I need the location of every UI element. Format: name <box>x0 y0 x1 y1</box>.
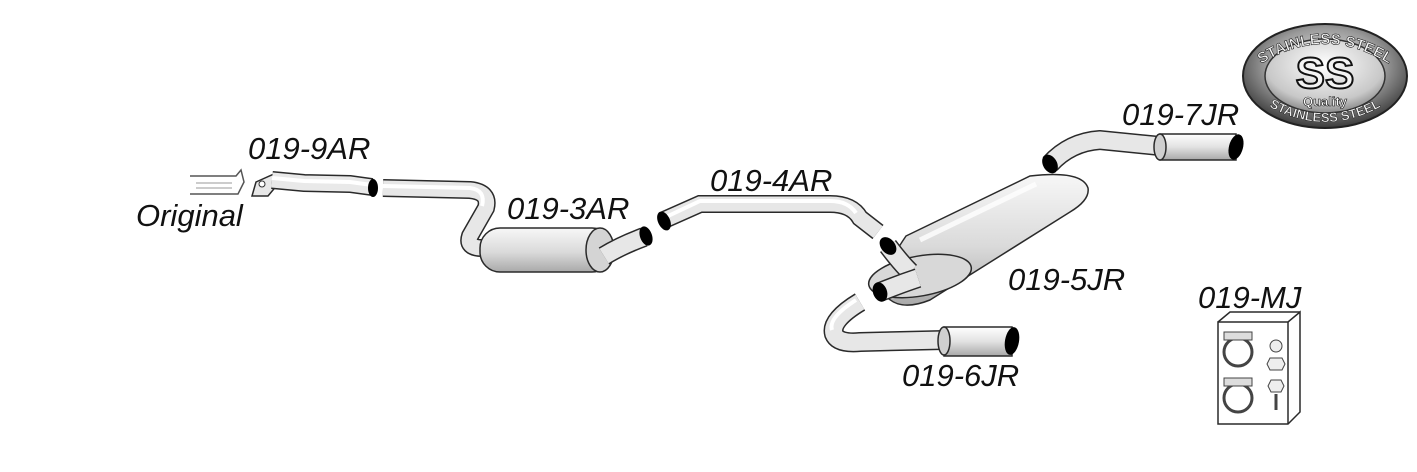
label-original: Original <box>136 198 243 233</box>
mounting-kit-019-MJ <box>1217 310 1301 425</box>
pipe-019-3AR <box>382 179 653 273</box>
muffler-019-5JR <box>867 129 1161 306</box>
label-019-3AR: 019-3AR <box>507 191 630 226</box>
stainless-steel-badge-logo: STAINLESS STEEL STAINLESS STEEL SS Quali… <box>1242 23 1408 129</box>
original-pipe-stub <box>190 168 245 195</box>
tailpipe-019-6JR <box>823 293 1020 357</box>
badge-sub-text: Quality <box>1303 94 1348 109</box>
pipe-019-4AR <box>657 195 884 240</box>
label-019-6JR: 019-6JR <box>902 358 1020 393</box>
pipe-019-9AR <box>251 171 378 197</box>
label-019-MJ: 019-MJ <box>1198 280 1302 315</box>
label-019-9AR: 019-9AR <box>248 131 371 166</box>
tailpipe-019-7JR <box>1153 133 1244 161</box>
label-019-4AR: 019-4AR <box>710 163 833 198</box>
label-019-7JR: 019-7JR <box>1122 97 1240 132</box>
label-019-5JR: 019-5JR <box>1008 262 1126 297</box>
badge-center-text: SS <box>1296 49 1355 98</box>
